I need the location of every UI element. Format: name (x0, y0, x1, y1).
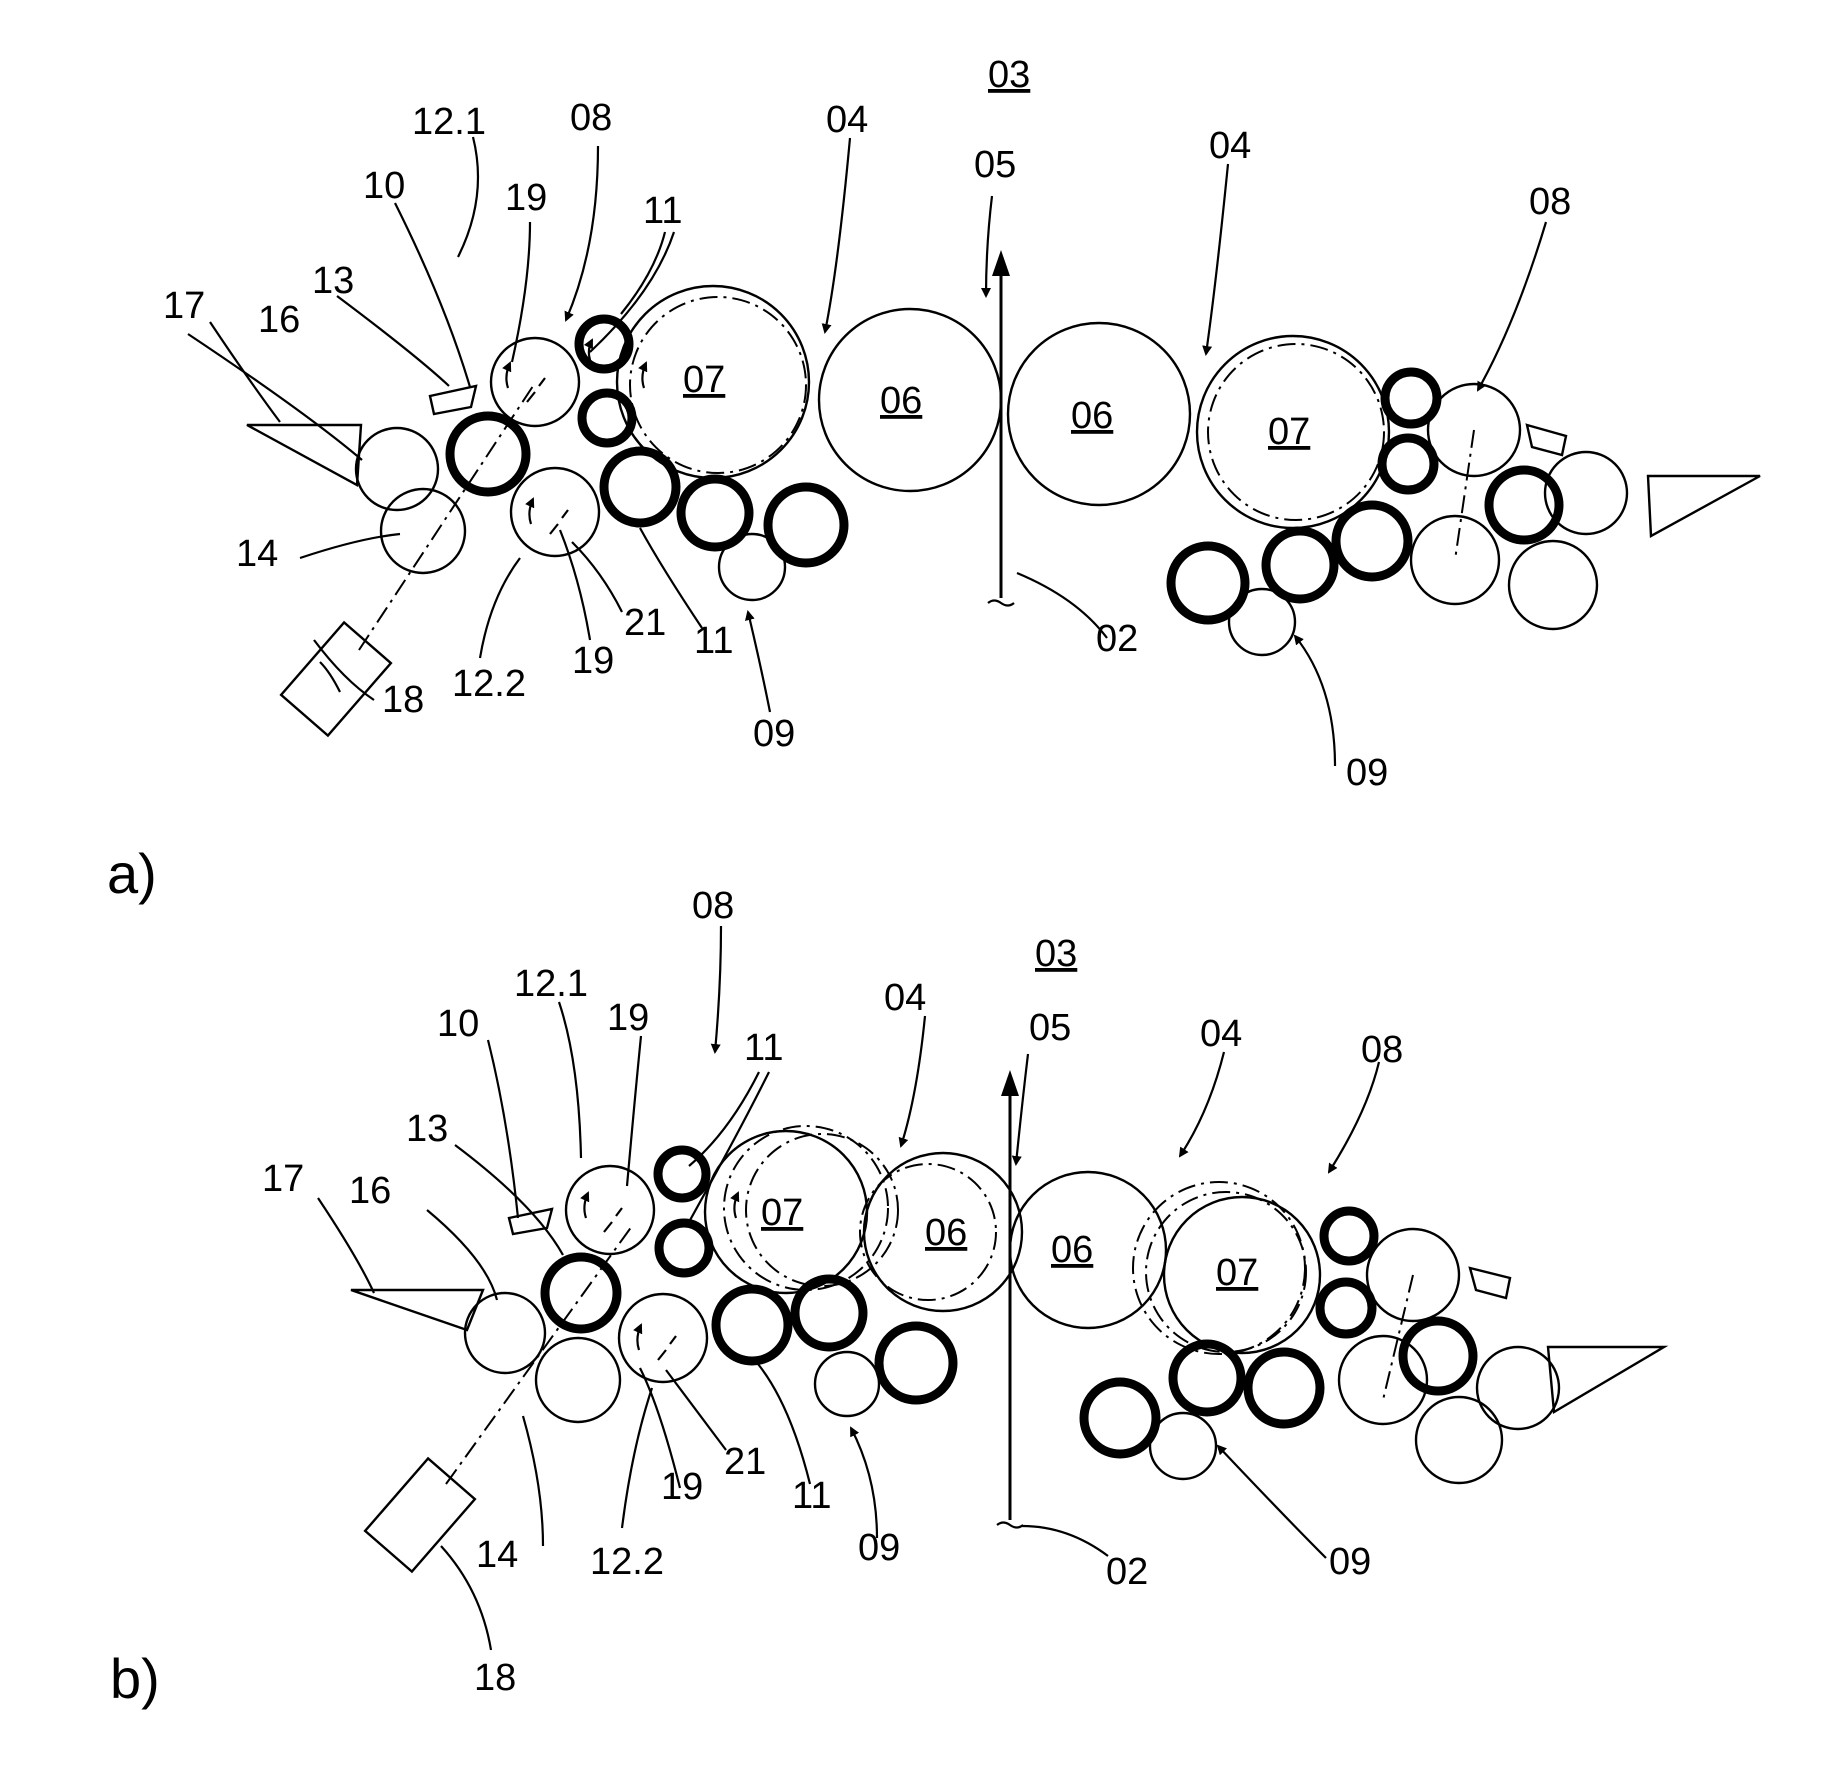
reference-label-11: 11 (792, 1475, 831, 1517)
label-07-b-left: 07 (761, 1192, 803, 1234)
panel-b: 03 04 04 05 08 08 12.1 19 11 10 13 16 17… (110, 885, 1664, 1710)
reference-label-04: 04 (884, 977, 926, 1019)
ink-fountain-17-left-b (351, 1290, 483, 1330)
label-06-a-right: 06 (1071, 395, 1113, 437)
ink-fountain-17-left (247, 425, 361, 485)
reference-label-17: 17 (262, 1158, 304, 1200)
label-07-a-right: 07 (1268, 411, 1310, 453)
reference-label-04: 04 (826, 99, 868, 141)
reference-label-12-2: 12.2 (590, 1541, 664, 1583)
reference-label-02: 02 (1106, 1551, 1148, 1593)
ink-fountain-17-right (1648, 476, 1760, 536)
ink-fountain-17-right-b (1548, 1347, 1664, 1412)
reference-label-17: 17 (163, 285, 205, 327)
label-03: 03 (988, 54, 1030, 96)
reference-label-08: 08 (1361, 1029, 1403, 1071)
reference-label-04: 04 (1209, 125, 1251, 167)
roller-12-2 (511, 468, 599, 556)
reference-label-21: 21 (624, 602, 666, 644)
reference-label-08: 08 (692, 885, 734, 927)
reference-label-14: 14 (476, 1534, 518, 1576)
reference-label-09: 09 (753, 713, 795, 755)
reference-label-09: 09 (1346, 752, 1388, 794)
label-03-b: 03 (1035, 933, 1077, 975)
reference-label-18: 18 (474, 1657, 516, 1699)
panel-label-b: b) (110, 1647, 160, 1710)
reference-label-05: 05 (974, 144, 1016, 186)
reference-label-18: 18 (382, 679, 424, 721)
panel-a: 03 04 04 05 08 08 12.1 19 11 10 13 16 17… (107, 54, 1760, 905)
reference-label-16: 16 (349, 1170, 391, 1212)
reference-label-08: 08 (570, 97, 612, 139)
label-07-a-left: 07 (683, 359, 725, 401)
reference-label-11: 11 (744, 1027, 783, 1069)
roller-12-1 (491, 338, 579, 426)
reference-label-19: 19 (661, 1466, 703, 1508)
reference-label-16: 16 (258, 299, 300, 341)
reference-label-12-2: 12.2 (452, 663, 526, 705)
reference-label-09: 09 (1329, 1541, 1371, 1583)
reference-label-04: 04 (1200, 1013, 1242, 1055)
reference-label-12-1: 12.1 (514, 963, 588, 1005)
doctor-blade-13 (430, 386, 476, 414)
reference-label-11: 11 (643, 190, 682, 232)
reference-label-11: 11 (694, 620, 733, 662)
reference-label-10: 10 (437, 1003, 479, 1045)
reference-label-08: 08 (1529, 181, 1571, 223)
reference-label-19: 19 (607, 997, 649, 1039)
label-07-b-right: 07 (1216, 1252, 1258, 1294)
reference-label-10: 10 (363, 165, 405, 207)
reference-label-19: 19 (505, 177, 547, 219)
reference-label-14: 14 (236, 533, 278, 575)
reference-label-12-1: 12.1 (412, 101, 486, 143)
reference-label-13: 13 (312, 260, 354, 302)
label-06-a-left: 06 (880, 380, 922, 422)
reference-label-09: 09 (858, 1527, 900, 1569)
panel-label-a: a) (107, 842, 157, 905)
label-06-b-right: 06 (1051, 1229, 1093, 1271)
device-18 (281, 622, 391, 735)
label-06-b-left: 06 (925, 1212, 967, 1254)
reference-label-13: 13 (406, 1108, 448, 1150)
reference-label-05: 05 (1029, 1007, 1071, 1049)
device-18-b (365, 1458, 475, 1571)
reference-label-19: 19 (572, 640, 614, 682)
reference-label-21: 21 (724, 1441, 766, 1483)
reference-label-02: 02 (1096, 618, 1138, 660)
